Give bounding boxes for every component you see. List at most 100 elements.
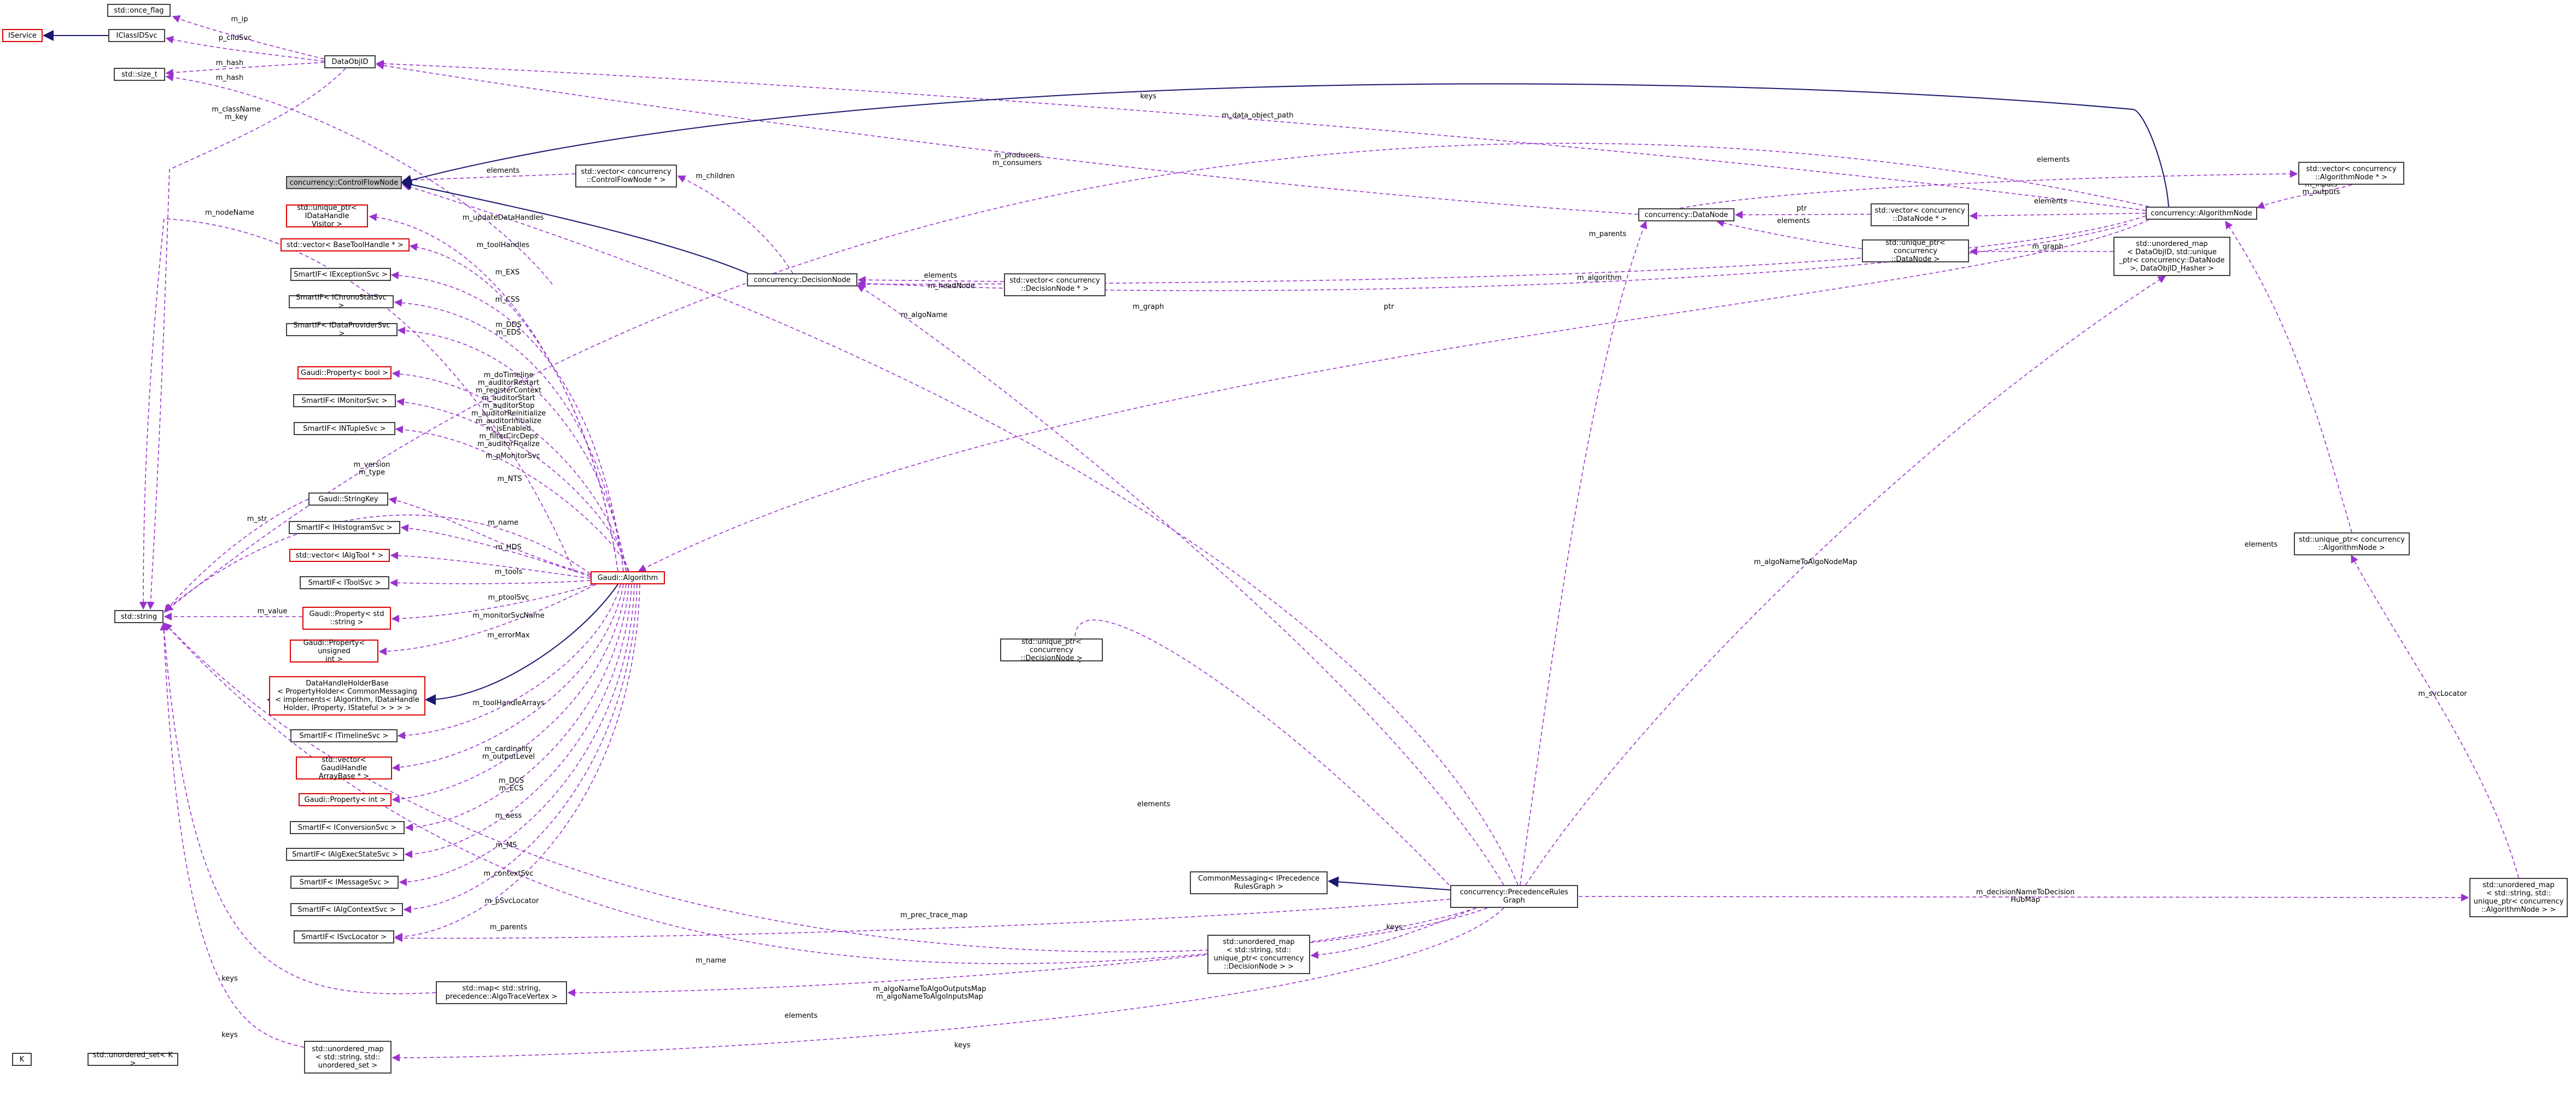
node-vec_bth[interactable]: std::vector< BaseToolHandle * > bbox=[281, 238, 410, 251]
node-dataobjid[interactable]: DataObjID bbox=[324, 55, 376, 68]
node-prop_string[interactable]: Gaudi::Property< std ::string > bbox=[302, 607, 391, 630]
edge-label: keys bbox=[954, 1041, 971, 1050]
node-stringkey[interactable]: Gaudi::StringKey bbox=[308, 493, 388, 506]
node-vec_algtool[interactable]: std::vector< IAlgTool * > bbox=[289, 549, 390, 562]
node-vec_datanode[interactable]: std::vector< concurrency ::DataNode * > bbox=[1871, 203, 1969, 226]
edge-label: m_hash bbox=[216, 59, 243, 67]
edge-label: ptr bbox=[1797, 204, 1807, 213]
node-sif_dp[interactable]: SmartIF< IDataProviderSvc > bbox=[286, 321, 398, 338]
node-sif_tool[interactable]: SmartIF< IToolSvc > bbox=[300, 576, 389, 589]
node-cfnode[interactable]: concurrency::ControlFlowNode bbox=[286, 176, 402, 189]
node-stdstring[interactable]: std::string bbox=[114, 610, 163, 623]
edge-label: keys bbox=[1140, 92, 1156, 101]
edge-2 bbox=[165, 62, 325, 77]
node-uptr_algnode[interactable]: std::unique_ptr< concurrency ::Algorithm… bbox=[2294, 532, 2410, 555]
edge-label: m_parents bbox=[490, 923, 528, 931]
node-sif_actx[interactable]: SmartIF< IAlgContextSvc > bbox=[290, 903, 403, 916]
edge-label: m_headNode bbox=[928, 282, 975, 290]
node-umap_algnode[interactable]: std::unordered_map < std::string, std:: … bbox=[2469, 878, 2568, 917]
edge-label: m_CSS bbox=[495, 296, 520, 304]
node-vec_cfnode[interactable]: std::vector< concurrency ::ControlFlowNo… bbox=[575, 165, 677, 187]
node-decisionnode[interactable]: concurrency::DecisionNode bbox=[747, 273, 857, 286]
node-uset_k[interactable]: std::unordered_set< K > bbox=[87, 1051, 178, 1068]
node-prop_bool[interactable]: Gaudi::Property< bool > bbox=[297, 366, 392, 379]
node-algnode[interactable]: concurrency::AlgorithmNode bbox=[2146, 207, 2257, 220]
edge-label: m_tools bbox=[495, 568, 523, 576]
node-algorithm[interactable]: Gaudi::Algorithm bbox=[591, 571, 665, 584]
edge-36 bbox=[402, 183, 1518, 886]
edge-label: m_svcLocator bbox=[2418, 690, 2467, 698]
node-prop_uint[interactable]: Gaudi::Property< unsigned int > bbox=[290, 639, 378, 664]
node-sif_chrono[interactable]: SmartIF< IChronoStatSvc > bbox=[289, 294, 394, 310]
node-iservice[interactable]: IService bbox=[2, 29, 43, 42]
node-iclassidsvc[interactable]: IClassIDSvc bbox=[108, 29, 165, 42]
edge-label: m_nodeName bbox=[205, 209, 254, 217]
node-uptr_dnode[interactable]: std::unique_ptr< concurrency ::DecisionN… bbox=[1000, 638, 1103, 663]
edge-label: elements bbox=[2034, 197, 2067, 206]
edge-43 bbox=[1969, 212, 2146, 220]
node-sif_ntuple[interactable]: SmartIF< INTupleSvc > bbox=[294, 422, 395, 435]
edge-label: elements bbox=[1777, 217, 1810, 225]
node-sizet[interactable]: std::size_t bbox=[114, 68, 165, 81]
edge-53 bbox=[1525, 276, 2166, 886]
node-uptr_datanode[interactable]: std::unique_ptr< concurrency ::DataNode … bbox=[1862, 239, 1969, 263]
node-sif_aes[interactable]: SmartIF< IAlgExecStateSvc > bbox=[286, 848, 404, 861]
edge-15 bbox=[395, 425, 629, 572]
edge-4 bbox=[147, 68, 346, 610]
node-sif_conv[interactable]: SmartIF< IConversionSvc > bbox=[290, 821, 405, 834]
node-prg[interactable]: concurrency::PrecedenceRules Graph bbox=[1450, 885, 1578, 908]
node-sif_msg[interactable]: SmartIF< IMessageSvc > bbox=[290, 876, 399, 889]
node-umap_decnode[interactable]: std::unordered_map < std::string, std:: … bbox=[1207, 935, 1310, 974]
node-sif_timeline[interactable]: SmartIF< ITimelineSvc > bbox=[290, 729, 398, 742]
edge-35 bbox=[857, 224, 2128, 291]
node-vec_dnode[interactable]: std::vector< concurrency ::DecisionNode … bbox=[1004, 273, 1106, 296]
node-vec_gha[interactable]: std::vector< GaudiHandle ArrayBase * > bbox=[296, 756, 392, 781]
edge-9 bbox=[409, 243, 618, 572]
edge-62 bbox=[160, 622, 436, 994]
edge-label: elements bbox=[487, 167, 520, 175]
node-uptr_dh[interactable]: std::unique_ptr< IDataHandle Visitor > bbox=[286, 204, 368, 228]
edge-24 bbox=[378, 584, 597, 655]
edge-label: m_aess bbox=[495, 812, 522, 820]
node-prop_int[interactable]: Gaudi::Property< int > bbox=[299, 793, 392, 806]
edge-1 bbox=[165, 36, 325, 62]
edge-label: keys bbox=[221, 1031, 238, 1039]
edge-20 bbox=[390, 552, 591, 579]
edge-32 bbox=[403, 584, 638, 913]
node-k[interactable]: K bbox=[12, 1053, 32, 1066]
node-dhhb[interactable]: DataHandleHolderBase < PropertyHolder< C… bbox=[269, 676, 425, 716]
node-sif_mon[interactable]: SmartIF< IMonitorSvc > bbox=[293, 394, 396, 407]
node-umap_uset[interactable]: std::unordered_map < std::string, std:: … bbox=[304, 1041, 392, 1074]
edge-64 bbox=[392, 907, 1504, 1062]
edge-label: m_contextSvc bbox=[483, 870, 533, 878]
edge-27 bbox=[392, 584, 624, 772]
edge-label: m_name bbox=[696, 957, 726, 965]
node-sif_svcloc[interactable]: SmartIF< ISvcLocator > bbox=[294, 930, 394, 943]
edge-19 bbox=[400, 524, 591, 577]
node-umap_dataobj[interactable]: std::unordered_map < DataObjID, std::uni… bbox=[2113, 237, 2230, 276]
node-datanode[interactable]: concurrency::DataNode bbox=[1638, 208, 1734, 221]
node-sif_exc[interactable]: SmartIF< IExceptionSvc > bbox=[290, 268, 391, 281]
edge-13 bbox=[392, 370, 627, 572]
edge-33 bbox=[394, 584, 640, 941]
edge-41 bbox=[1679, 169, 2298, 209]
edge-38 bbox=[165, 143, 2149, 612]
edge-49 bbox=[638, 219, 2149, 572]
node-onceflag[interactable]: std::once_flag bbox=[107, 4, 171, 17]
node-sif_hist[interactable]: SmartIF< IHistogramSvc > bbox=[289, 521, 400, 534]
edge-label: m_toolHandles bbox=[477, 241, 530, 249]
edge-12 bbox=[397, 326, 627, 572]
edge-48 bbox=[857, 215, 2146, 289]
node-vec_algnode[interactable]: std::vector< concurrency ::AlgorithmNode… bbox=[2298, 162, 2404, 185]
node-cm_iprg[interactable]: CommonMessaging< IPrecedence RulesGraph … bbox=[1190, 871, 1328, 894]
edge-50 bbox=[401, 83, 2169, 207]
node-map_trace[interactable]: std::map< std::string, precedence::AlgoT… bbox=[436, 981, 567, 1004]
edge-25 bbox=[425, 584, 618, 705]
edge-58 bbox=[394, 899, 1451, 942]
edge-6 bbox=[677, 175, 793, 274]
edge-45 bbox=[1716, 219, 1862, 249]
